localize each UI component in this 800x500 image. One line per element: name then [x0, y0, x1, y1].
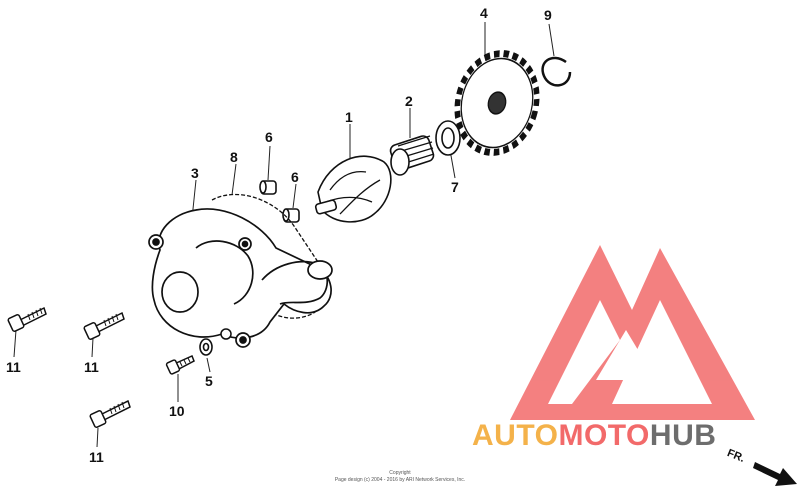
callout-6-lower: 6: [291, 169, 299, 185]
callout-6-upper: 6: [265, 129, 273, 145]
watermark-brand-hub: HUB: [649, 419, 717, 452]
washer-icon: [199, 338, 213, 356]
bolt-long-icon: [7, 306, 47, 332]
mechanical-seal-icon: [389, 135, 435, 176]
o-ring-gasket-icon: [211, 193, 330, 319]
bolt-long-icon: [83, 311, 125, 340]
callout-9: 9: [544, 7, 552, 23]
watermark-logo-icon: [510, 245, 755, 420]
bolt-short-icon: [165, 354, 195, 375]
watermark-brand-moto: MOTO: [558, 419, 650, 452]
snap-ring-icon: [541, 56, 572, 87]
callout-5: 5: [205, 373, 213, 389]
front-direction-arrow-icon: [753, 462, 797, 486]
copyright-heading: Copyright: [389, 470, 411, 476]
collar-icon: [282, 208, 300, 223]
callout-7: 7: [451, 179, 459, 195]
callout-10: 10: [169, 403, 185, 419]
callout-2: 2: [405, 93, 413, 109]
small-washer-icon: [220, 328, 232, 340]
leader-lines: [13, 22, 555, 448]
water-pump-cover-icon: [148, 208, 333, 348]
bolt-long-icon: [89, 399, 131, 428]
sprocket-icon: [454, 50, 540, 156]
copyright-notice: Page design (c) 2004 - 2016 by ARI Netwo…: [334, 477, 466, 483]
watermark-brand-auto: AUTO: [472, 419, 559, 452]
collar-icon: [259, 180, 277, 195]
callout-11-second: 11: [84, 359, 99, 375]
callout-8: 8: [230, 149, 238, 165]
callout-1: 1: [345, 109, 353, 125]
watermark-brand: AUTOMOTOHUB: [472, 420, 716, 452]
bearing-ring-icon: [435, 120, 461, 156]
impeller-icon: [314, 155, 392, 223]
callout-11-third: 11: [89, 449, 104, 465]
callout-11-first: 11: [6, 359, 21, 375]
callout-4: 4: [480, 5, 488, 21]
callout-3: 3: [191, 165, 199, 181]
